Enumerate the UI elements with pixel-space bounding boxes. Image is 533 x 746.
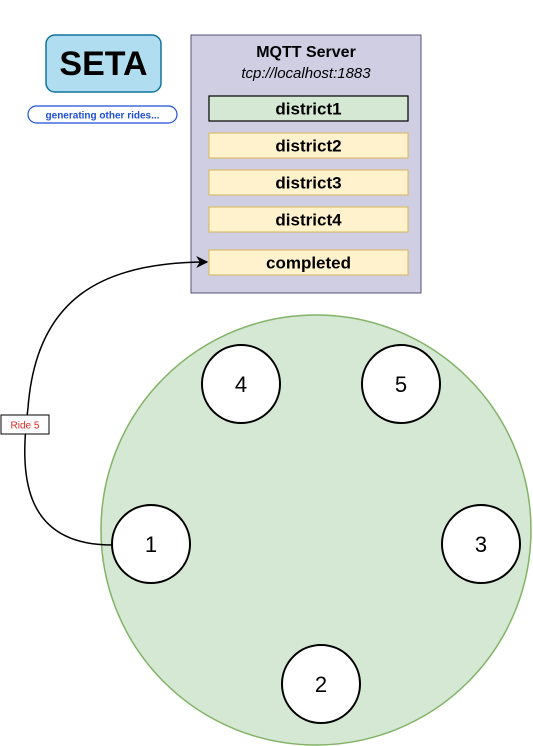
seta-title: SETA (59, 45, 147, 83)
seta-status-badge: generating other rides... (27, 105, 178, 124)
topic-label: completed (266, 254, 351, 273)
node-3[interactable]: 3 (441, 504, 521, 584)
topic-label: district3 (275, 174, 341, 193)
node-circle (281, 644, 361, 724)
ride-label-text: Ride 5 (11, 421, 40, 432)
topic-box (208, 206, 409, 233)
node-label: 4 (235, 372, 247, 397)
ride-label: Ride 5 (0, 414, 50, 435)
server-address: tcp://localhost:1883 (241, 65, 371, 82)
mqtt-server-panel: MQTT Server tcp://localhost:1883 distric… (190, 34, 422, 294)
node-label: 5 (395, 372, 407, 397)
topic-label: district4 (275, 211, 342, 230)
topic-district1[interactable]: district1 (208, 95, 409, 122)
topic-label: district1 (275, 100, 341, 119)
node-4[interactable]: 4 (201, 344, 281, 424)
topic-completed[interactable]: completed (208, 249, 409, 276)
ride-label-box (0, 414, 50, 435)
topic-district2[interactable]: district2 (208, 132, 409, 159)
node-5[interactable]: 5 (361, 344, 441, 424)
node-label: 3 (475, 532, 487, 557)
topic-district3[interactable]: district3 (208, 169, 409, 196)
district-area (100, 314, 532, 746)
seta-node[interactable]: SETA (45, 34, 162, 93)
topic-label: district2 (275, 137, 341, 156)
seta-box (45, 34, 162, 93)
node-1[interactable]: 1 (111, 504, 191, 584)
topic-box (208, 95, 409, 122)
status-text: generating other rides... (46, 111, 160, 122)
node-circle (361, 344, 441, 424)
topic-district4[interactable]: district4 (208, 206, 409, 233)
node-label: 1 (145, 532, 157, 557)
node-label: 2 (315, 672, 327, 697)
topic-box (208, 169, 409, 196)
node-circle (441, 504, 521, 584)
topic-box (208, 132, 409, 159)
server-title: MQTT Server (256, 44, 356, 61)
ride-edge (24, 256, 209, 546)
status-pill (27, 105, 178, 124)
node-circle (111, 504, 191, 584)
node-circle (201, 344, 281, 424)
node-2[interactable]: 2 (281, 644, 361, 724)
topic-box (208, 249, 409, 276)
